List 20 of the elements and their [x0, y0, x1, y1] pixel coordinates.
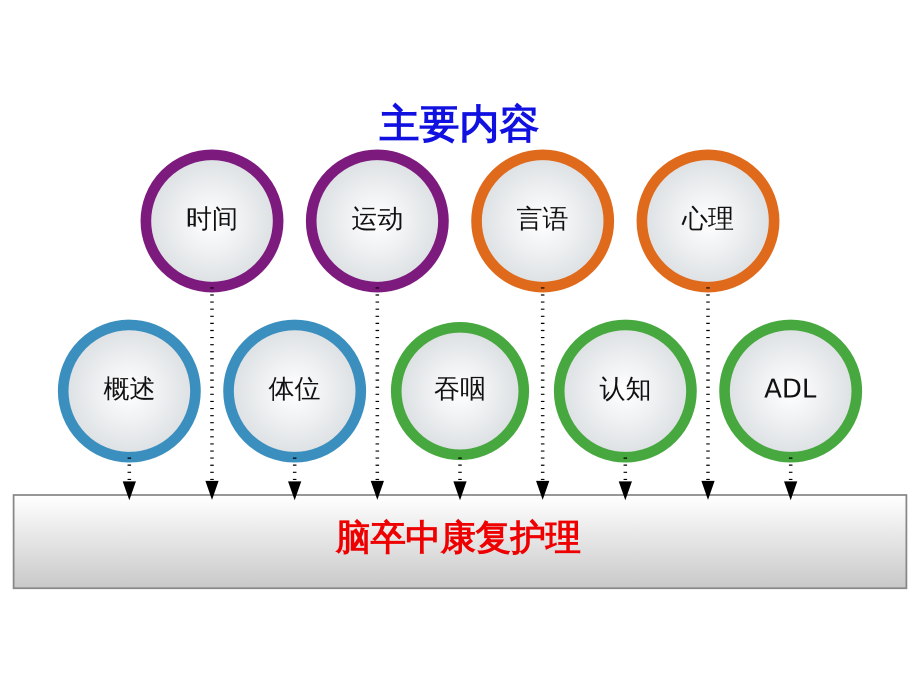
node-circle: 言语: [471, 150, 614, 292]
arrow: [618, 458, 632, 500]
arrow: [701, 287, 715, 500]
diagram-title: 主要内容: [380, 101, 540, 148]
node-circle: 心理: [636, 150, 780, 292]
node-circle: ADL: [719, 320, 862, 462]
arrow: [784, 458, 798, 500]
node-circle: 吞咽: [390, 322, 530, 460]
arrow: [453, 458, 467, 500]
node-circle: 运动: [306, 150, 449, 292]
arrow: [288, 458, 302, 500]
arrow: [205, 287, 219, 500]
node-box: 脑卒中康复护理: [12, 494, 908, 590]
node-circle: 认知: [554, 320, 697, 462]
arrow: [122, 458, 136, 500]
arrow: [536, 287, 550, 500]
node-circle: 体位: [223, 320, 366, 462]
arrow: [370, 287, 384, 500]
node-circle: 时间: [140, 150, 284, 292]
node-circle: 概述: [58, 320, 201, 462]
